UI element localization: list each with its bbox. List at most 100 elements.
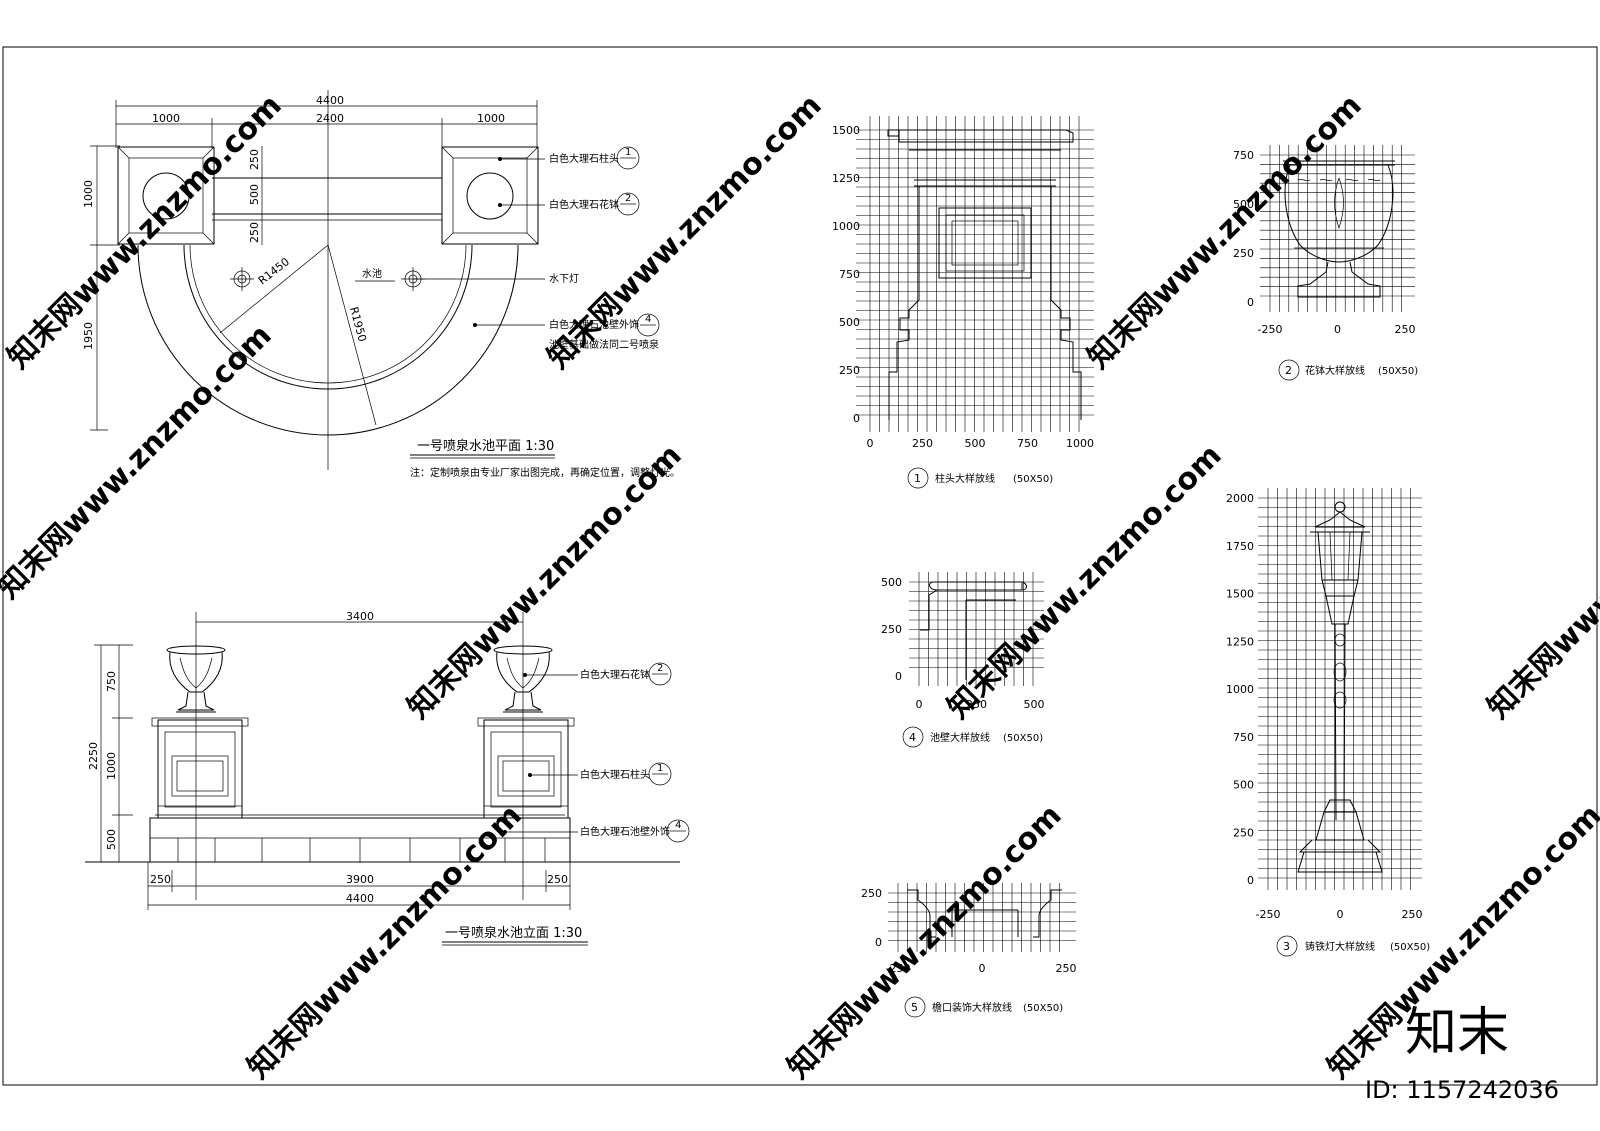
grid-y-tick: 0 — [1247, 874, 1254, 887]
elev-dim-500: 500 — [105, 829, 118, 850]
grid-x-tick: 250 — [1056, 962, 1077, 975]
id-watermark: ID: 1157242036 — [1365, 1076, 1559, 1104]
detail-4-title: 池壁大样放线 — [930, 731, 990, 744]
plan-dim-h1: 1000 — [82, 180, 95, 208]
plan-dim-v2: 500 — [248, 184, 261, 205]
svg-text:1: 1 — [625, 147, 631, 158]
watermark: 知末网www.znzmo.com — [781, 798, 1069, 1086]
grid-x-tick: 0 — [1334, 323, 1341, 336]
detail-1-scale: (50X50) — [1013, 474, 1053, 485]
grid-y-tick: 1750 — [1226, 540, 1254, 553]
plan-dim-mid: 2400 — [316, 112, 344, 125]
watermark: 知末网www.znzmo.com — [541, 88, 829, 376]
plan-label-light: 水下灯 — [549, 273, 579, 285]
svg-text:2: 2 — [625, 193, 631, 204]
elev-pier-left — [151, 717, 249, 819]
detail-5-num: 5 — [911, 1001, 918, 1014]
ref-bubble: 1 — [616, 146, 640, 170]
plan-label-wall: 白色大理石池壁外饰 — [549, 318, 639, 331]
grid-x-tick: 0 — [916, 698, 923, 711]
svg-text:1: 1 — [657, 763, 663, 774]
svg-text:2: 2 — [657, 663, 663, 674]
plan-dim-left: 1000 — [152, 112, 180, 125]
grid-y-tick: 1250 — [832, 172, 860, 185]
plan-dim-h2: 1950 — [82, 322, 95, 350]
grid-x-tick: 250 — [966, 698, 987, 711]
elevation-view: 3400 2250 750 1000 500 — [85, 610, 690, 946]
grid-y-tick: 750 — [1233, 149, 1254, 162]
grid-x-tick: -250 — [1256, 908, 1281, 921]
sheet-border — [2, 46, 1598, 1086]
watermarks: 知末网www.znzmo.com 知末网www.znzmo.com 知末网www… — [0, 88, 1600, 1086]
detail-3: 3 铸铁灯大样放线 (50X50) 2000175015001250100075… — [1226, 488, 1430, 957]
elev-dim-b-total: 4400 — [346, 892, 374, 905]
grid-y-tick: 250 — [881, 623, 902, 636]
detail-4-num: 4 — [909, 731, 916, 744]
grid-x-tick: 0 — [979, 962, 986, 975]
plan-title: 一号喷泉水池平面 1:30 — [417, 438, 554, 454]
grid-y-tick: 750 — [1233, 731, 1254, 744]
detail-4-shape — [920, 581, 1027, 680]
elev-label-wall: 白色大理石池壁外饰 — [580, 825, 670, 838]
grid-y-tick: 1000 — [832, 220, 860, 233]
grid-y-tick: 0 — [853, 412, 860, 425]
watermark: 知末网www.znzmo.com — [0, 318, 279, 606]
elev-label-basin: 白色大理石花钵 — [580, 668, 650, 681]
grid-y-tick: 250 — [1233, 826, 1254, 839]
pool-label: 水池 — [362, 267, 382, 280]
grid-x-tick: 1000 — [1066, 437, 1094, 450]
grid-y-tick: 500 — [1233, 779, 1254, 792]
elev-pier-right — [477, 717, 575, 819]
radius-1950: R1950 — [347, 305, 369, 343]
elev-dim-b2: 3900 — [346, 873, 374, 886]
detail-5-scale: (50X50) — [1023, 1003, 1063, 1014]
detail-4-scale: (50X50) — [1003, 733, 1043, 744]
brand-watermark: 知末 — [1405, 1003, 1509, 1063]
ref-bubble: 4 — [666, 819, 690, 843]
detail-1-title: 柱头大样放线 — [935, 472, 995, 485]
grid-y-tick: 1500 — [832, 124, 860, 137]
grid-x-tick: -250 — [886, 962, 911, 975]
grid-y-tick: 250 — [861, 887, 882, 900]
elev-dim-1000: 1000 — [105, 752, 118, 780]
grid-x-tick: 500 — [1024, 698, 1045, 711]
detail-2-scale: (50X50) — [1378, 366, 1418, 377]
grid-x-tick: 750 — [1017, 437, 1038, 450]
pier-right — [441, 146, 539, 245]
detail-3-title: 铸铁灯大样放线 — [1305, 940, 1375, 953]
detail-1-num: 1 — [914, 472, 921, 485]
watermark: 知末网www.znzmo.com — [401, 438, 689, 726]
detail-5-shape — [907, 889, 1062, 938]
grid-y-tick: 750 — [839, 268, 860, 281]
elev-dim-b1: 250 — [150, 873, 171, 886]
elev-dim-top: 3400 — [346, 610, 374, 623]
grid-y-tick: 500 — [881, 576, 902, 589]
grid-x-tick: 500 — [965, 437, 986, 450]
watermark: 知末网www.znzmo.com — [1081, 88, 1369, 376]
grid-x-tick: 250 — [912, 437, 933, 450]
grid-x-tick: 250 — [1395, 323, 1416, 336]
elev-urn-left — [166, 645, 226, 713]
plan-view: 4400 1000 2400 1000 1000 1950 250 500 25… — [82, 90, 680, 479]
plan-label-basin: 白色大理石花钵 — [549, 198, 619, 211]
detail-3-num: 3 — [1283, 940, 1290, 953]
grid-y-tick: 250 — [839, 364, 860, 377]
svg-text:4: 4 — [675, 820, 681, 831]
grid-x-tick: 0 — [1337, 908, 1344, 921]
grid-y-tick: 500 — [1233, 198, 1254, 211]
plan-dim-total: 4400 — [316, 94, 344, 107]
plan-dim-v3: 250 — [248, 222, 261, 243]
grid-y-tick: 250 — [1233, 247, 1254, 260]
plan-dim-v1: 250 — [248, 149, 261, 170]
detail-1: 1 柱头大样放线 (50X50) 15001250100075050025000… — [832, 116, 1094, 489]
grid-x-tick: 250 — [1402, 908, 1423, 921]
grid-y-tick: 1500 — [1226, 588, 1254, 601]
underwater-light-icon — [230, 267, 254, 291]
detail-3-scale: (50X50) — [1390, 942, 1430, 953]
grid-y-tick: 1000 — [1226, 683, 1254, 696]
ref-bubble: 1 — [648, 762, 672, 786]
pier-left — [117, 146, 215, 245]
grid-y-tick: 1250 — [1226, 635, 1254, 648]
